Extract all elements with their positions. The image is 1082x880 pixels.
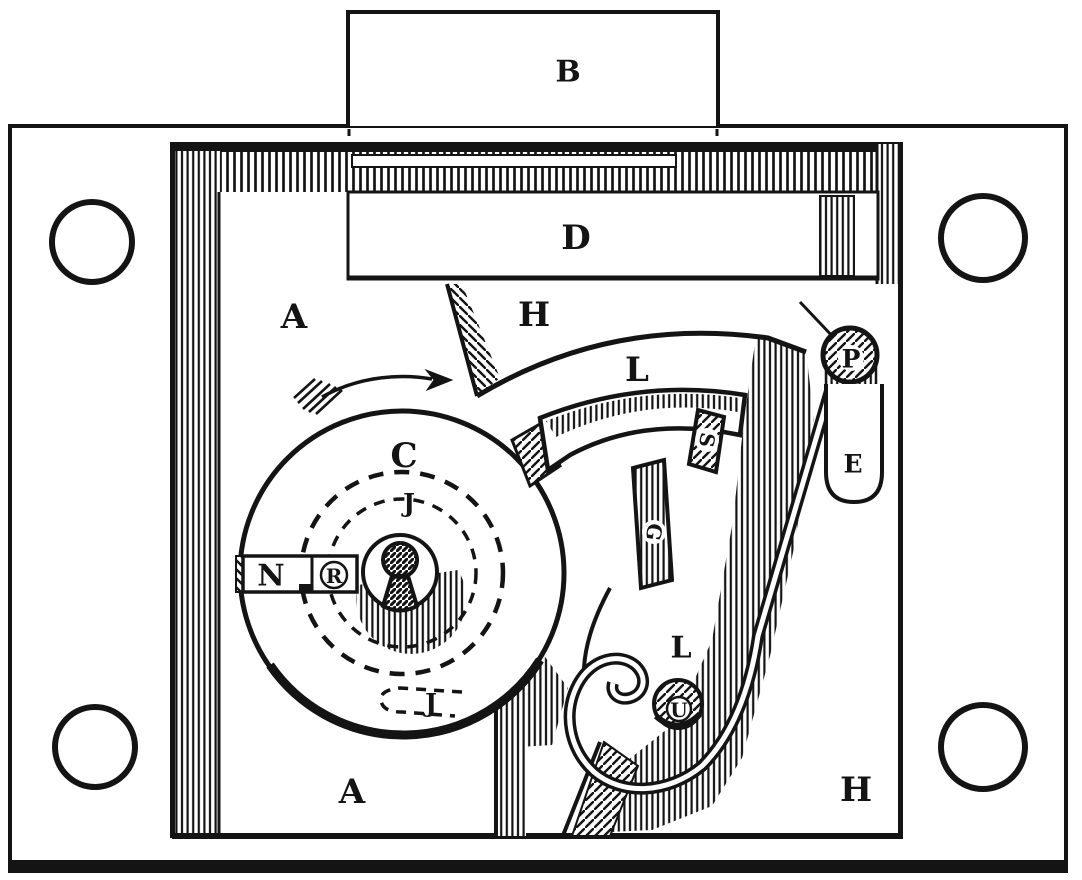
label-bolt-head: B (555, 55, 580, 90)
bolt-body (346, 190, 880, 281)
label-bar: N (257, 559, 284, 594)
spring-end-e (824, 384, 884, 505)
label-disc: C (390, 436, 417, 476)
screw-hole-top-right (938, 193, 1028, 283)
rivet-r (319, 560, 349, 590)
screw-hole-top-left (49, 199, 135, 285)
case-wall-hatching (170, 142, 903, 839)
label-lever-area-top: H (518, 295, 550, 335)
label-lever-upper: L (625, 350, 649, 390)
bottom-wedge (560, 740, 640, 839)
rotation-arrow-icon (293, 368, 454, 415)
label-lever-area-bottom: H (840, 770, 872, 810)
label-case-bottom: A (338, 772, 366, 812)
keyhole-icon (380, 541, 420, 613)
label-case-left: A (280, 297, 308, 337)
lever-tail-hatching (588, 336, 814, 833)
label-gating: G (641, 521, 668, 542)
lever-nose (445, 283, 807, 669)
gating-slot (510, 387, 748, 591)
disc-c (237, 408, 567, 740)
stud-u (652, 678, 704, 730)
screw-hole-bottom-right (938, 702, 1028, 792)
bar-n (235, 554, 359, 594)
label-spring-end: E (843, 450, 862, 479)
label-bolt-body: D (561, 218, 590, 258)
label-rivet: R (326, 564, 343, 588)
pin-p (798, 300, 880, 399)
label-key-track-upper: J (401, 489, 415, 518)
spring-curl (563, 331, 853, 795)
label-lever-lower: L (670, 631, 691, 666)
screw-hole-bottom-left (52, 704, 138, 790)
label-pin: P (842, 345, 861, 374)
label-stump: S (694, 431, 720, 449)
label-key-track-lower: J (423, 689, 437, 718)
label-stud: U (670, 698, 687, 722)
